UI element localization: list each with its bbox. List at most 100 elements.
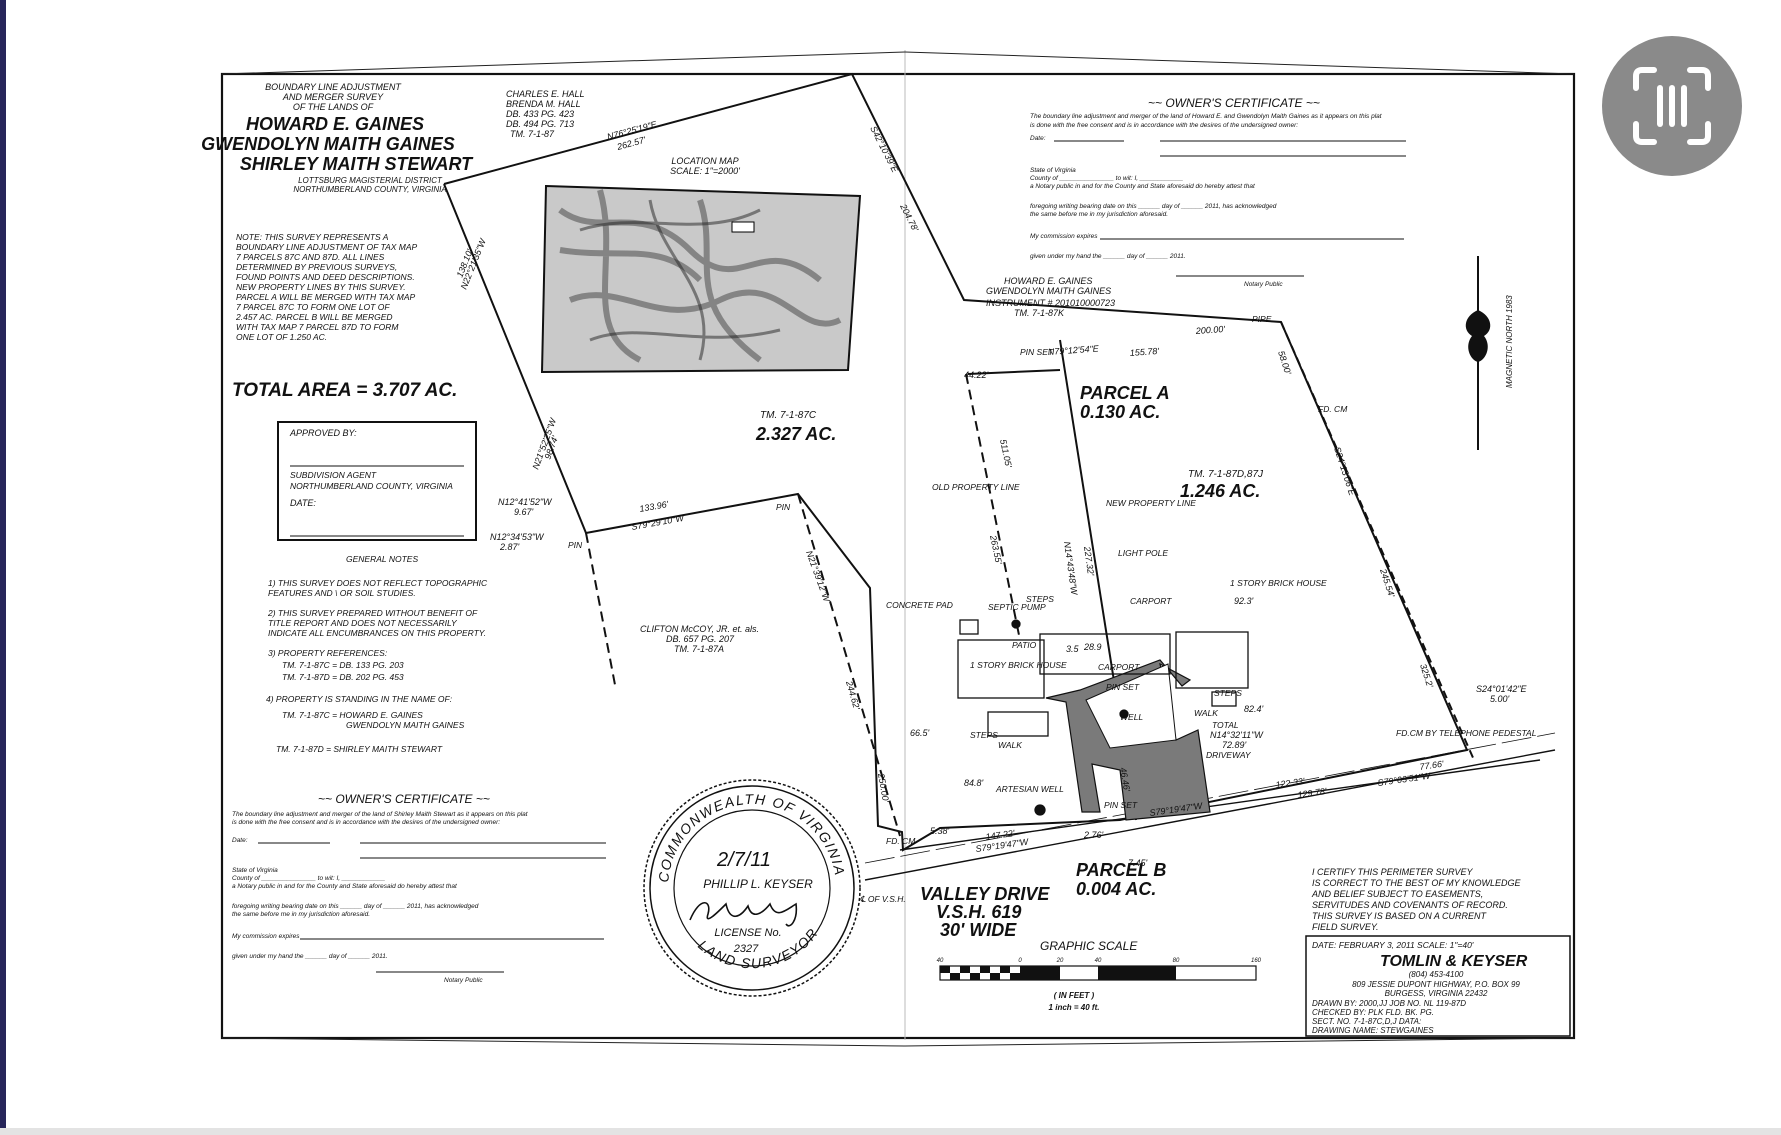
plat-text-graphic_scale-ticks-4: 80 [1173, 958, 1180, 964]
plat-text-labels-8: 1 STORY BRICK HOUSE [1230, 578, 1327, 588]
plat-text-general_notes-lines-4: INDICATE ALL ENCUMBRANCES ON THIS PROPER… [268, 628, 486, 638]
parcel-labels: TM. 7-1-87C 2.327 AC. PARCEL A 0.130 AC.… [755, 383, 1264, 899]
graphic-scale: GRAPHIC SCALE 40 0 20 40 80 160 ( IN FEE… [937, 939, 1262, 1012]
plat-text-labels-15: PIN SET [1106, 682, 1140, 692]
plat-text-owners_cert_right-lines-4: County of _______________ to wit: I, ___… [1030, 175, 1184, 182]
location-map-title: LOCATION MAP [671, 156, 738, 166]
plat-text-owners_cert_right-lines-0: The boundary line adjustment and merger … [1030, 113, 1383, 120]
plat-text-labels-10: STEPS [1026, 594, 1054, 604]
plat-text-certification-5: FIELD SURVEY. [1312, 922, 1379, 932]
plat-text-firm-checked: CHECKED BY: PLK FLD. BK. PG. [1312, 1008, 1434, 1017]
location-map-scale: SCALE: 1"=2000' [670, 166, 740, 176]
plat-text-note-0: NOTE: THIS SURVEY REPRESENTS A [236, 232, 389, 242]
plat-text-general_notes-lines-6: TM. 7-1-87C = DB. 133 PG. 203 [282, 660, 404, 670]
plat-text-labels-20: WALK [1194, 708, 1218, 718]
plat-text-labels-23: DRIVEWAY [1206, 750, 1252, 760]
plat-text-labels-24: ARTESIAN WELL [995, 784, 1064, 794]
plat-text-approval-county: NORTHUMBERLAND COUNTY, VIRGINIA [290, 481, 453, 491]
plat-text-bearings-21: S24°13'06"E [1332, 446, 1357, 498]
owner-name-2: GWENDOLYN MAITH GAINES [201, 134, 455, 154]
plat-text-labels-9: CARPORT [1130, 596, 1172, 606]
plat-text-graphic_scale-title: GRAPHIC SCALE [1040, 939, 1138, 953]
owner-name-1: HOWARD E. GAINES [246, 114, 424, 134]
plat-text-general_notes-title: GENERAL NOTES [346, 554, 418, 564]
plat-text-bearings-35: S79°03'51"W [1377, 770, 1432, 787]
firm-title-block: DATE: FEBRUARY 3, 2011 SCALE: 1"=40' TOM… [1305, 935, 1571, 1037]
parcel-b-name: PARCEL B [1076, 860, 1166, 880]
plat-text-graphic_scale-ticks-1: 0 [1018, 958, 1022, 964]
plat-text-owners_cert_right-lines-6: foregoing writing bearing date on this _… [1030, 203, 1277, 210]
road-lines [864, 732, 1556, 881]
plat-text-labels-17: 1 STORY BRICK HOUSE [970, 660, 1067, 670]
plat-text-general_notes-lines-7: TM. 7-1-87D = DB. 202 PG. 453 [282, 672, 404, 682]
plat-text-bearings-22: 511.05' [998, 438, 1014, 468]
adjoiner-hall: CHARLES E. HALL BRENDA M. HALL DB. 433 P… [506, 89, 585, 139]
plat-text-labels-16: WELL [1120, 712, 1143, 722]
plat-text-adjoiner_top-2: DB. 433 PG. 423 [506, 109, 574, 119]
scan-text-button[interactable] [1602, 36, 1742, 176]
plat-text-certification-4: THIS SURVEY IS BASED ON A CURRENT [1312, 911, 1488, 921]
plat-text-owners_cert_right-lines-7: the same before me in my jurisdiction af… [1030, 211, 1168, 218]
plat-text-bearings-9: 9.67' [514, 507, 534, 517]
plat-text-labels-25: PIN SET [1104, 800, 1138, 810]
plat-text-owners_cert_left-lines-4: County of _______________ to wit: I, ___… [232, 875, 386, 882]
plat-text-labels-27: FD.CM BY TELEPHONE PEDESTAL [1396, 728, 1537, 738]
plat-text-owners_cert_left-lines-8: My commission expires [232, 933, 300, 940]
plat-text-note-7: 7 PARCEL 87C TO FORM ONE LOT OF [236, 302, 390, 312]
plat-text-note-5: NEW PROPERTY LINES BY THIS SURVEY. [236, 282, 406, 292]
seal-name: PHILLIP L. KEYSER [703, 877, 813, 891]
plat-text-general_notes-lines-9: TM. 7-1-87C = HOWARD E. GAINES [282, 710, 423, 720]
plat-text-road-1: V.S.H. 619 [936, 902, 1021, 922]
house-structures [957, 619, 1249, 816]
plat-text-labels-19: WALK [998, 740, 1022, 750]
plat-text-graphic_scale-unit: ( IN FEET ) [1054, 991, 1095, 1000]
plat-text-bearings-32: 122.33' [1275, 776, 1306, 790]
title-heading-1: BOUNDARY LINE ADJUSTMENT [265, 82, 402, 92]
plat-text-bearings-10: N12°34'53"W [490, 532, 545, 542]
plat-text-bearings-30: N14°32'11"W [1210, 730, 1264, 740]
adjoiner-mccoy: CLIFTON McCOY, JR. et. als. DB. 657 PG. … [640, 624, 759, 654]
seal-date: 2/7/11 [716, 849, 771, 871]
plat-text-owners_cert_left-lines-10: Notary Public [444, 977, 483, 984]
plat-text-labels-7: LIGHT POLE [1118, 548, 1168, 558]
plat-text-bearings-45: 92.3' [1234, 596, 1254, 606]
plat-text-general_notes-lines-3: TITLE REPORT AND DOES NOT NECESSARILY [268, 618, 458, 628]
owners-certificate-right: ~~ OWNER'S CERTIFICATE ~~ The boundary l… [1030, 96, 1406, 288]
plat-text-owners_cert_right-lines-10: Notary Public [1244, 281, 1283, 288]
plat-text-bearings-23: 263.55' [988, 533, 1004, 565]
title-heading-2: AND MERGER SURVEY [282, 92, 384, 102]
plat-text-bearings-27: 325.2' [1418, 663, 1435, 689]
plat-text-labels-26: FD. CM [886, 836, 916, 846]
plat-text-bearings-29: 5.00' [1490, 694, 1510, 704]
north-arrow: MAGNETIC NORTH 1983 [1465, 256, 1514, 450]
plat-text-bearings-48: 84.8' [964, 778, 984, 788]
plat-text-bearings-43: 28.9 [1083, 642, 1102, 652]
plat-text-bearings-39: 250.00' [876, 772, 891, 804]
plat-text-bearings-38: 147.22' [985, 828, 1016, 842]
plat-text-note-4: FOUND POINTS AND DEED DESCRIPTIONS. [236, 272, 415, 282]
plat-text-bearings-31: 72.89' [1222, 740, 1247, 750]
plat-text-bearings-11: 2.87' [499, 542, 520, 552]
plat-text-labels-12: CONCRETE PAD [886, 600, 953, 610]
plat-text-owners_cert_left-lines-3: State of Virginia [232, 867, 278, 874]
plat-text-bearings-46: 82.4' [1244, 704, 1264, 714]
plat-text-bearings-41: 2.76' [1083, 830, 1104, 840]
plat-text-firm-addr1: 809 JESSIE DUPONT HIGHWAY, P.O. BOX 99 [1352, 980, 1520, 989]
plat-text-labels-28: ℄ OF V.S.H. [860, 894, 906, 904]
plat-text-owners_cert_right-title: ~~ OWNER'S CERTIFICATE ~~ [1148, 96, 1320, 110]
location-map: LOCATION MAP SCALE: 1"=2000' [540, 156, 862, 374]
plat-text-firm-drawn: DRAWN BY: 2000,JJ JOB NO. NL 119-87D [1312, 999, 1466, 1008]
plat-text-adjoiner_right-1: GWENDOLYN MAITH GAINES [986, 286, 1111, 296]
plat-text-bearings-15: 244.62' [844, 679, 862, 711]
plat-text-labels-3: PIPE [1252, 314, 1272, 324]
plat-text-graphic_scale-ticks-5: 160 [1251, 958, 1262, 964]
plat-text-bearings-28: S24°01'42"E [1476, 684, 1528, 694]
plat-text-firm-phone: (804) 453-4100 [1409, 970, 1464, 979]
area-87c: 2.327 AC. [755, 424, 836, 444]
plat-text-bearings-14: N21°39'12"W [804, 549, 832, 604]
plat-text-adjoiner_right-3: TM. 7-1-87K [1014, 308, 1065, 318]
plat-text-certification-0: I CERTIFY THIS PERIMETER SURVEY [1312, 867, 1474, 877]
feature-labels: PIN PIN PIN SET PIPE FD. CM OLD PROPERTY… [568, 314, 1537, 904]
plat-text-owners_cert_right-lines-8: My commission expires [1030, 233, 1098, 240]
plat-text-owners_cert_right-lines-5: a Notary public in and for the County an… [1030, 183, 1256, 190]
